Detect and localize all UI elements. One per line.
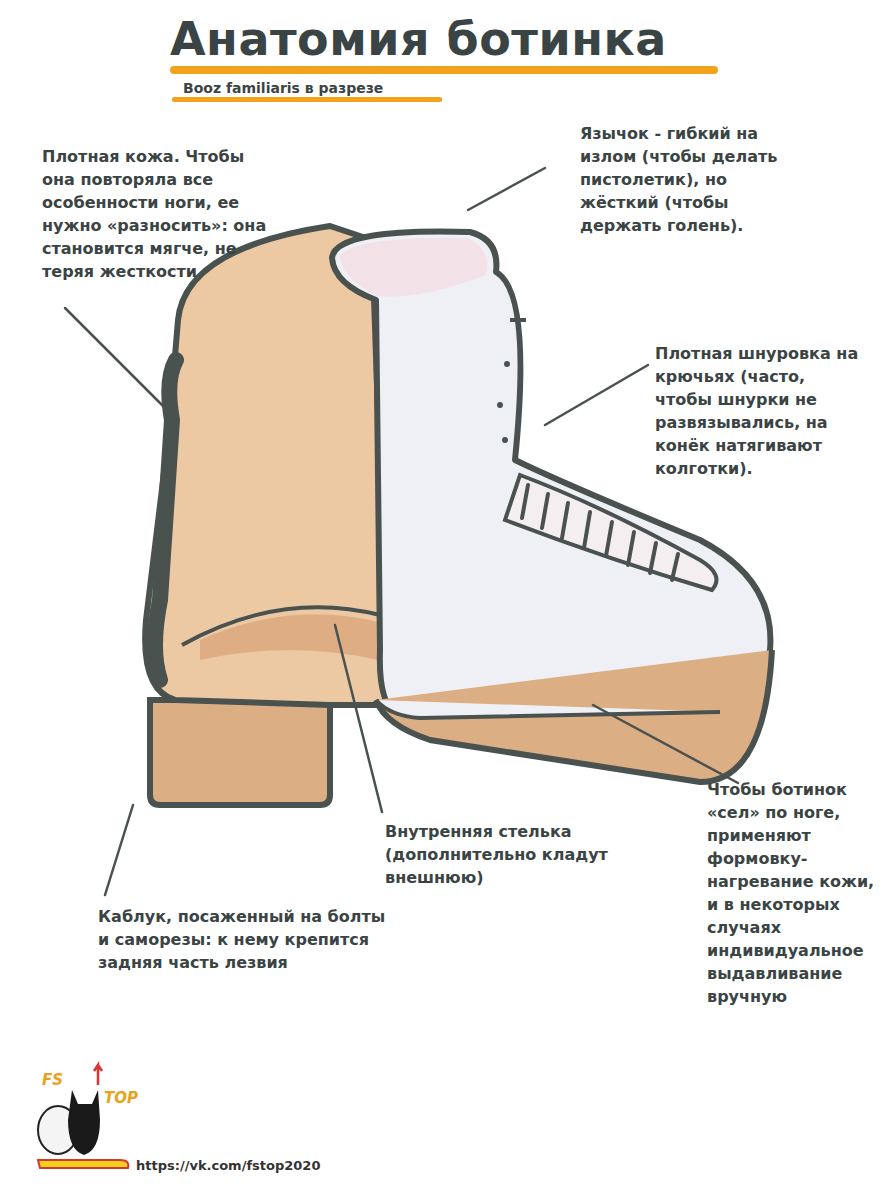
subtitle: Booz familiaris в разрезе: [183, 79, 383, 97]
lace: [522, 485, 528, 518]
leader-line: [468, 168, 545, 210]
logo-blade: [38, 1160, 128, 1168]
logo-text: TOP: [104, 1090, 138, 1106]
title-underline: [170, 66, 718, 74]
hook: [497, 402, 503, 408]
hook: [504, 361, 510, 367]
laces: [522, 485, 678, 580]
lace: [584, 512, 590, 548]
lace: [650, 543, 656, 573]
callout-text: Плотная шнуровка на крючьях (часто, чтоб…: [655, 342, 860, 480]
insole: [200, 614, 378, 660]
tongue: [340, 238, 487, 297]
lace: [542, 494, 548, 528]
diagram-title: Анатомия ботинка: [170, 12, 667, 66]
callout-text: Внутренняя стелька (дополнительно кладут…: [385, 820, 640, 889]
leader-line: [105, 805, 133, 895]
callout-text: Язычок - гибкий на излом (чтобы делать п…: [580, 122, 795, 237]
lace: [562, 503, 568, 538]
hooks: [497, 318, 526, 443]
logo-cat: [68, 1090, 100, 1155]
logo: [38, 1065, 128, 1168]
back-leather: [145, 226, 388, 705]
leader-line: [65, 308, 172, 415]
leader-line: [593, 705, 738, 783]
source-url: https://vk.com/fstop2020: [136, 1158, 320, 1174]
leader-line: [545, 365, 648, 425]
hook: [502, 437, 508, 443]
lace: [672, 554, 678, 580]
callout-text: Плотная кожа. Чтобы она повторяла все ос…: [42, 145, 274, 283]
lace-area: [505, 475, 716, 590]
heel: [150, 700, 330, 805]
welt: [376, 700, 720, 718]
lace: [606, 522, 612, 556]
lace: [628, 532, 634, 565]
callout-text: Каблук, посаженный на болты и саморезы: …: [98, 905, 398, 974]
sole: [376, 650, 772, 782]
subtitle-underline: [172, 97, 442, 102]
hook: [510, 318, 526, 322]
logo-arrow: [94, 1065, 102, 1085]
logo-text: FS: [42, 1072, 63, 1088]
callout-text: Чтобы ботинок «сел» по ноге, применяют ф…: [707, 778, 885, 1008]
leader-line: [335, 625, 382, 812]
